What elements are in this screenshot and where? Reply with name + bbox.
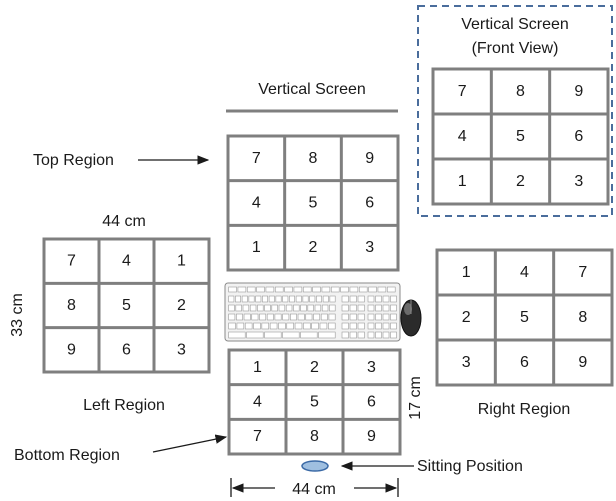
keyboard-icon (224, 282, 401, 342)
front-view-grid-cell: 1 (458, 173, 467, 190)
bottom-grid: 1 2 3 4 5 6 7 8 9 (227, 348, 402, 456)
left-grid-cell: 4 (122, 253, 131, 270)
left-width-label: 44 cm (102, 213, 146, 230)
left-grid-cell: 7 (67, 253, 76, 270)
top-grid-cell: 3 (365, 239, 374, 256)
front-view-grid: 7 8 9 4 5 6 1 2 3 (431, 67, 610, 206)
top-grid-cell: 5 (309, 195, 318, 212)
top-grid-cell: 7 (252, 150, 261, 167)
front-view-dashed-box (417, 5, 613, 217)
bottom-grid-cell: 7 (253, 428, 262, 445)
left-grid-cell: 2 (177, 297, 186, 314)
left-grid-cell: 5 (122, 297, 131, 314)
bottom-region-label: Bottom Region (14, 447, 120, 464)
front-view-grid-cell: 2 (516, 173, 525, 190)
left-grid: 7 4 1 8 5 2 9 6 3 (42, 237, 211, 374)
right-grid-border (435, 248, 614, 387)
bottom-grid-cell: 2 (310, 359, 319, 376)
front-view-grid-border (431, 67, 610, 206)
front-view-grid-cell: 6 (574, 128, 583, 145)
right-grid-cell: 6 (520, 354, 529, 371)
bottom-width-label: 44 cm (292, 481, 336, 498)
front-view-title-line1: Vertical Screen (461, 16, 569, 33)
sitting-position-label: Sitting Position (417, 458, 523, 475)
top-grid-cell: 6 (365, 195, 374, 212)
left-region-label: Left Region (83, 397, 165, 414)
bottom-grid-border (227, 348, 402, 456)
left-grid-cell: 3 (177, 341, 186, 358)
left-grid-border (42, 237, 211, 374)
front-view-grid-cell: 5 (516, 128, 525, 145)
bottom-grid-cell: 9 (367, 428, 376, 445)
top-grid-cell: 1 (252, 239, 261, 256)
bottom-region-arrow (152, 434, 228, 453)
right-grid-cell: 1 (462, 264, 471, 281)
top-grid-border (226, 134, 400, 272)
top-grid-cell: 2 (309, 239, 318, 256)
bottom-grid-cell: 5 (310, 394, 319, 411)
bottom-grid-cell: 6 (367, 394, 376, 411)
front-view-grid-cell: 7 (458, 83, 467, 100)
left-grid-cell: 9 (67, 341, 76, 358)
top-grid-cell: 8 (309, 150, 318, 167)
right-grid: 1 4 7 2 5 8 3 6 9 (435, 248, 614, 387)
bottom-grid-cell: 8 (310, 428, 319, 445)
right-grid-cell: 2 (462, 309, 471, 326)
right-grid-cell: 9 (578, 354, 587, 371)
top-grid-cell: 4 (252, 195, 261, 212)
top-grid: 7 8 9 4 5 6 1 2 3 (226, 134, 400, 272)
right-grid-cell: 5 (520, 309, 529, 326)
left-height-label: 33 cm (9, 293, 26, 337)
right-grid-cell: 8 (578, 309, 587, 326)
left-grid-cell: 8 (67, 297, 76, 314)
mouse-icon (400, 299, 422, 337)
sitting-position-marker (301, 460, 329, 472)
bottom-grid-cell: 3 (367, 359, 376, 376)
bottom-grid-cell: 1 (253, 359, 262, 376)
top-region-label: Top Region (33, 152, 114, 169)
front-view-grid-cell: 4 (458, 128, 467, 145)
right-grid-cell: 7 (578, 264, 587, 281)
vertical-screen-label: Vertical Screen (258, 81, 366, 98)
front-view-title-line2: (Front View) (472, 40, 559, 57)
left-grid-cell: 1 (177, 253, 186, 270)
right-region-label: Right Region (478, 401, 571, 418)
left-grid-cell: 6 (122, 341, 131, 358)
front-view-grid-cell: 3 (574, 173, 583, 190)
right-grid-cell: 3 (462, 354, 471, 371)
front-view-grid-cell: 8 (516, 83, 525, 100)
bottom-height-label: 17 cm (407, 376, 424, 420)
right-grid-cell: 4 (520, 264, 529, 281)
top-grid-cell: 9 (365, 150, 374, 167)
front-view-grid-cell: 9 (574, 83, 583, 100)
bottom-grid-cell: 4 (253, 394, 262, 411)
